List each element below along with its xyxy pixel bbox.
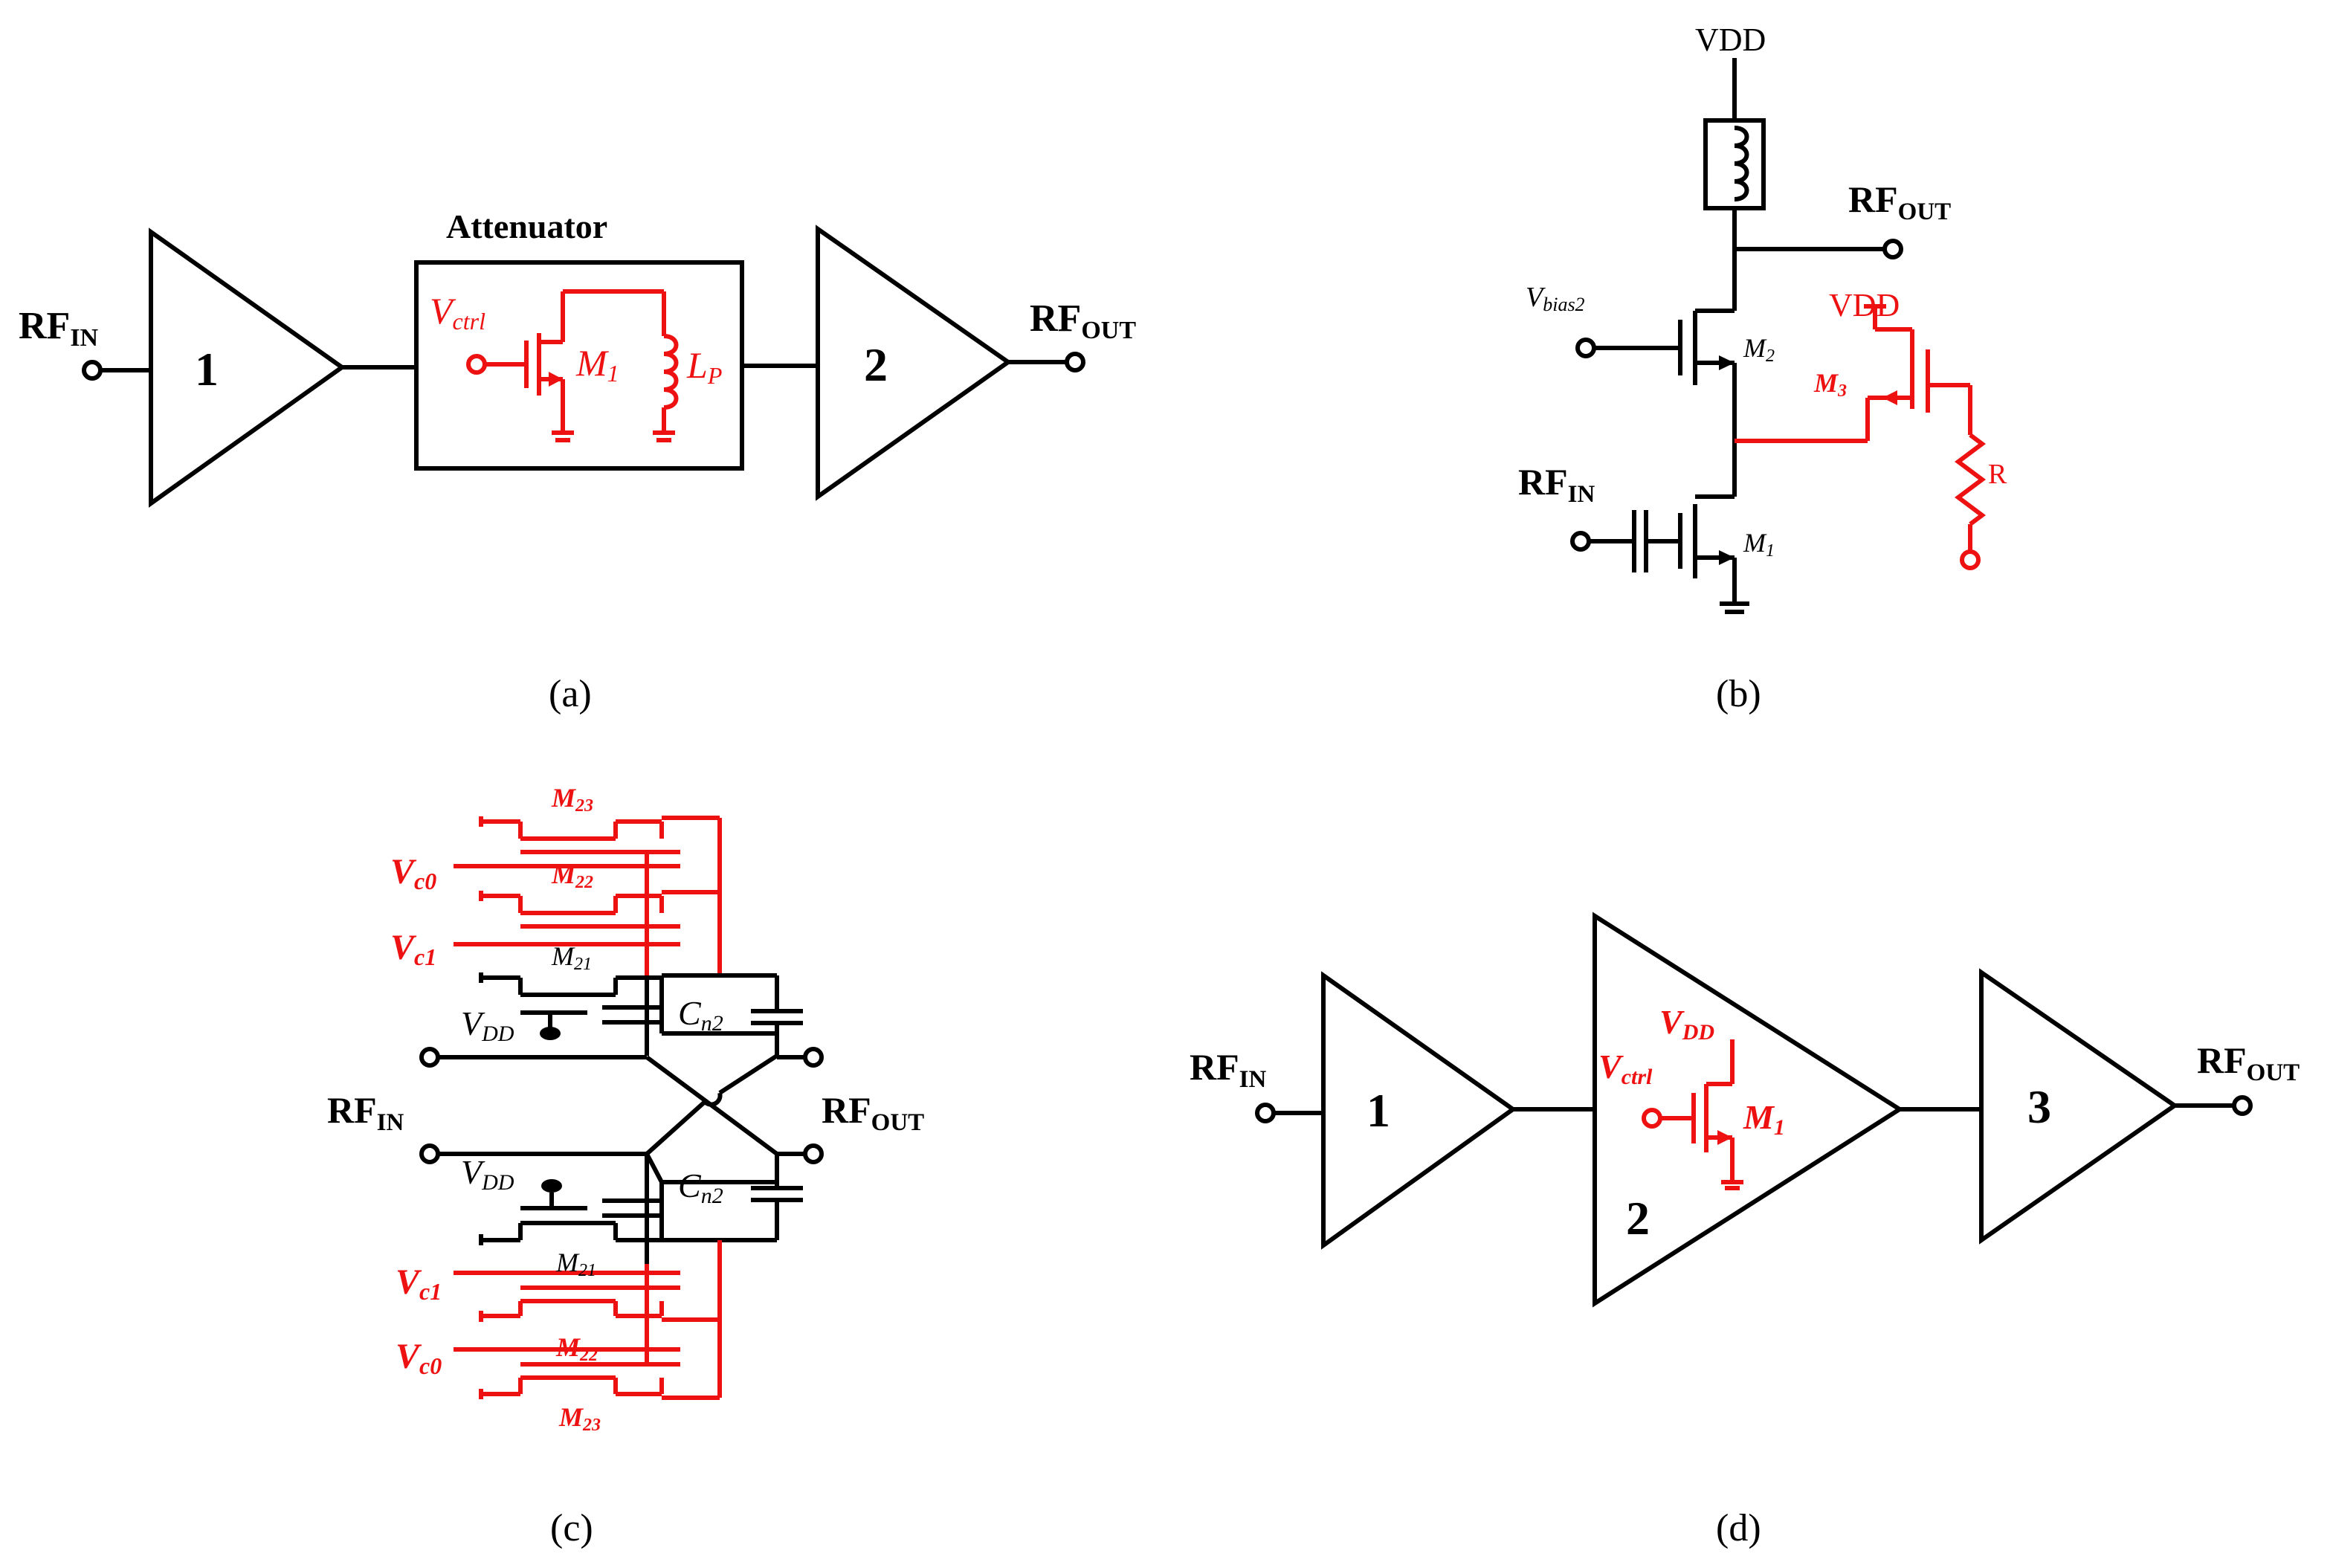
vc1-top-label: Vc1 [390, 928, 436, 970]
stage-2-label: 2 [864, 338, 888, 391]
stage-2-label: 2 [1626, 1192, 1650, 1245]
rf-in-label: RFIN [19, 305, 99, 352]
rf-in-label: RFIN [1518, 461, 1595, 508]
m22-bot-label: M22 [555, 1332, 598, 1365]
rf-in-terminal [82, 360, 103, 381]
vc0-bot-label: Vc0 [396, 1337, 442, 1379]
vdd-top-label: VDD [1695, 22, 1766, 58]
lp-label: LP [686, 344, 722, 389]
r-label: R [1988, 459, 2007, 490]
amplifier-1 [149, 228, 346, 508]
resistor-r [1955, 433, 1986, 526]
rf-out-terminal [2232, 1095, 2253, 1116]
attenuator-network [466, 289, 679, 442]
vdd-label: VDD [1659, 1003, 1714, 1045]
caption-d: (d) [1716, 1507, 1761, 1549]
m1-label: M1 [575, 342, 619, 387]
m1-label: M1 [1743, 1098, 1785, 1140]
panel-a: RFIN 1 Attenuator 2 RFOUT Vctrl M1 LP (a… [19, 207, 1136, 715]
stage-1-label: 1 [1366, 1084, 1390, 1137]
switch-bank-top [454, 816, 722, 975]
panel-d: RFIN 1 2 3 RFOUT VDD Vctrl M1 (d) [1190, 912, 2300, 1549]
vc1-bot-label: Vc1 [396, 1262, 442, 1305]
bleed-branch [1735, 304, 1986, 570]
panel-c: M23 Vc0 M22 Vc1 M21 VDD Cn2 RFIN RFOUT V… [327, 783, 924, 1549]
m22-top-label: M22 [551, 859, 593, 892]
vc0-top-label: Vc0 [390, 852, 436, 894]
attenuator-label: Attenuator [446, 207, 607, 245]
m23-bot-label: M23 [558, 1402, 601, 1435]
amplifier-3 [1979, 968, 2179, 1245]
control-transistor [1642, 1039, 1743, 1190]
vctrl-label: Vctrl [1598, 1048, 1653, 1089]
rf-out-label: RFOUT [2197, 1039, 2300, 1086]
m21-top-label: M21 [551, 941, 592, 974]
rf-in-terminal [1255, 1103, 1276, 1123]
amplifier-2 [816, 225, 1013, 501]
rf-out-terminal [1065, 352, 1085, 372]
rf-out-label: RFOUT [1848, 178, 1951, 225]
amplifier-2 [1593, 912, 1904, 1308]
cn2-bot-label: Cn2 [678, 1167, 723, 1208]
caption-c: (c) [550, 1507, 593, 1549]
m2-label: M2 [1743, 333, 1775, 366]
vdd-red-label: VDD [1829, 287, 1900, 323]
m21-bot-label: M21 [555, 1248, 596, 1280]
vbias-label: Vbias2 [1526, 282, 1585, 315]
rf-in-label: RFIN [1190, 1046, 1266, 1093]
stage-3-label: 3 [2027, 1080, 2051, 1133]
m23-top-label: M23 [551, 783, 593, 816]
m1-label: M1 [1743, 528, 1775, 561]
amplifier-1 [1321, 971, 1517, 1250]
vdd-top-label: VDD [461, 1004, 514, 1046]
caption-b: (b) [1716, 673, 1761, 715]
rf-in-label: RFIN [327, 1089, 404, 1136]
caption-a: (a) [549, 673, 592, 715]
switch-bank-bottom [454, 1240, 722, 1400]
vctrl-label: Vctrl [430, 290, 485, 335]
cn2-top-label: Cn2 [678, 994, 723, 1036]
panel-b: VDD RFOUT Vbias2 M2 [1518, 22, 2007, 715]
vdd-bot-label: VDD [461, 1153, 514, 1195]
rf-out-label: RFOUT [1030, 297, 1136, 344]
m3-label: M3 [1813, 368, 1847, 401]
rf-out-terminal [1882, 239, 1903, 259]
rf-out-label: RFOUT [822, 1089, 924, 1136]
stage-1-label: 1 [195, 343, 219, 396]
inductor-lp [663, 334, 679, 410]
